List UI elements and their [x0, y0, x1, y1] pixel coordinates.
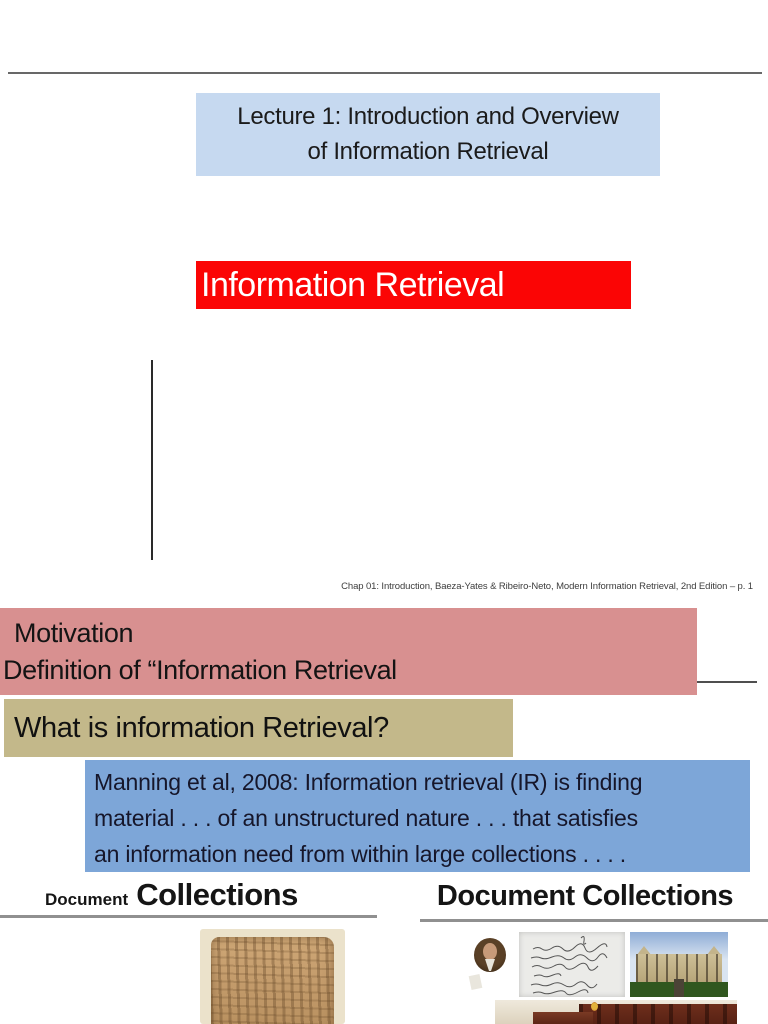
- portrait-painting-image: [466, 932, 514, 997]
- right-edge-rule: [697, 681, 757, 683]
- library-interior-image: [495, 1000, 737, 1024]
- right-heading-rule: [420, 919, 768, 922]
- motivation-line: Motivation: [14, 618, 134, 648]
- building-gable-right: [706, 946, 722, 956]
- building-gable-left: [636, 946, 652, 956]
- manuscript-image: [519, 932, 625, 997]
- top-horizontal-rule: [8, 72, 762, 74]
- definition-line: Definition of “Information Retrieval: [3, 655, 397, 685]
- building-path: [674, 979, 684, 997]
- collections-large-label: Collections: [128, 877, 298, 912]
- slide-footer-citation: Chap 01: Introduction, Baeza-Yates & Rib…: [341, 581, 753, 592]
- quote-line3: an information need from within large co…: [94, 841, 626, 867]
- clay-tablet-surface: [211, 937, 334, 1024]
- manning-quote-box: Manning et al, 2008: Information retriev…: [85, 760, 750, 872]
- document-small-label: Document: [45, 890, 129, 909]
- lecture-title-line2: of Information Retrieval: [307, 138, 549, 165]
- vertical-divider-line: [151, 360, 153, 560]
- library-bookshelf-left: [533, 1012, 593, 1024]
- quote-line1: Manning et al, 2008: Information retriev…: [94, 769, 643, 795]
- lecture-title-line1: Lecture 1: Introduction and Overview: [237, 103, 619, 130]
- clay-tablet-image: [200, 929, 345, 1024]
- library-gold-crest: [591, 1002, 598, 1011]
- what-is-ir-title-box: What is information Retrieval?: [4, 699, 513, 757]
- portrait-paper: [468, 974, 483, 990]
- portrait-cravat: [485, 959, 495, 971]
- document-collections-heading-right: Document Collections: [436, 880, 734, 912]
- lecture-title-box: Lecture 1: Introduction and Overview of …: [196, 93, 660, 176]
- building-facade: [636, 954, 722, 983]
- library-bookshelves: [579, 1004, 737, 1024]
- left-heading-rule: [0, 915, 377, 918]
- manuscript-scribbles: [530, 936, 608, 996]
- motivation-slide-title-box: Motivation Definition of “Information Re…: [0, 608, 697, 695]
- college-building-image: [630, 932, 728, 997]
- information-retrieval-banner: Information Retrieval: [196, 261, 631, 309]
- document-collections-heading-left: Document Collections: [45, 877, 298, 913]
- quote-line2: material . . . of an unstructured nature…: [94, 805, 638, 831]
- portrait-face: [483, 943, 497, 960]
